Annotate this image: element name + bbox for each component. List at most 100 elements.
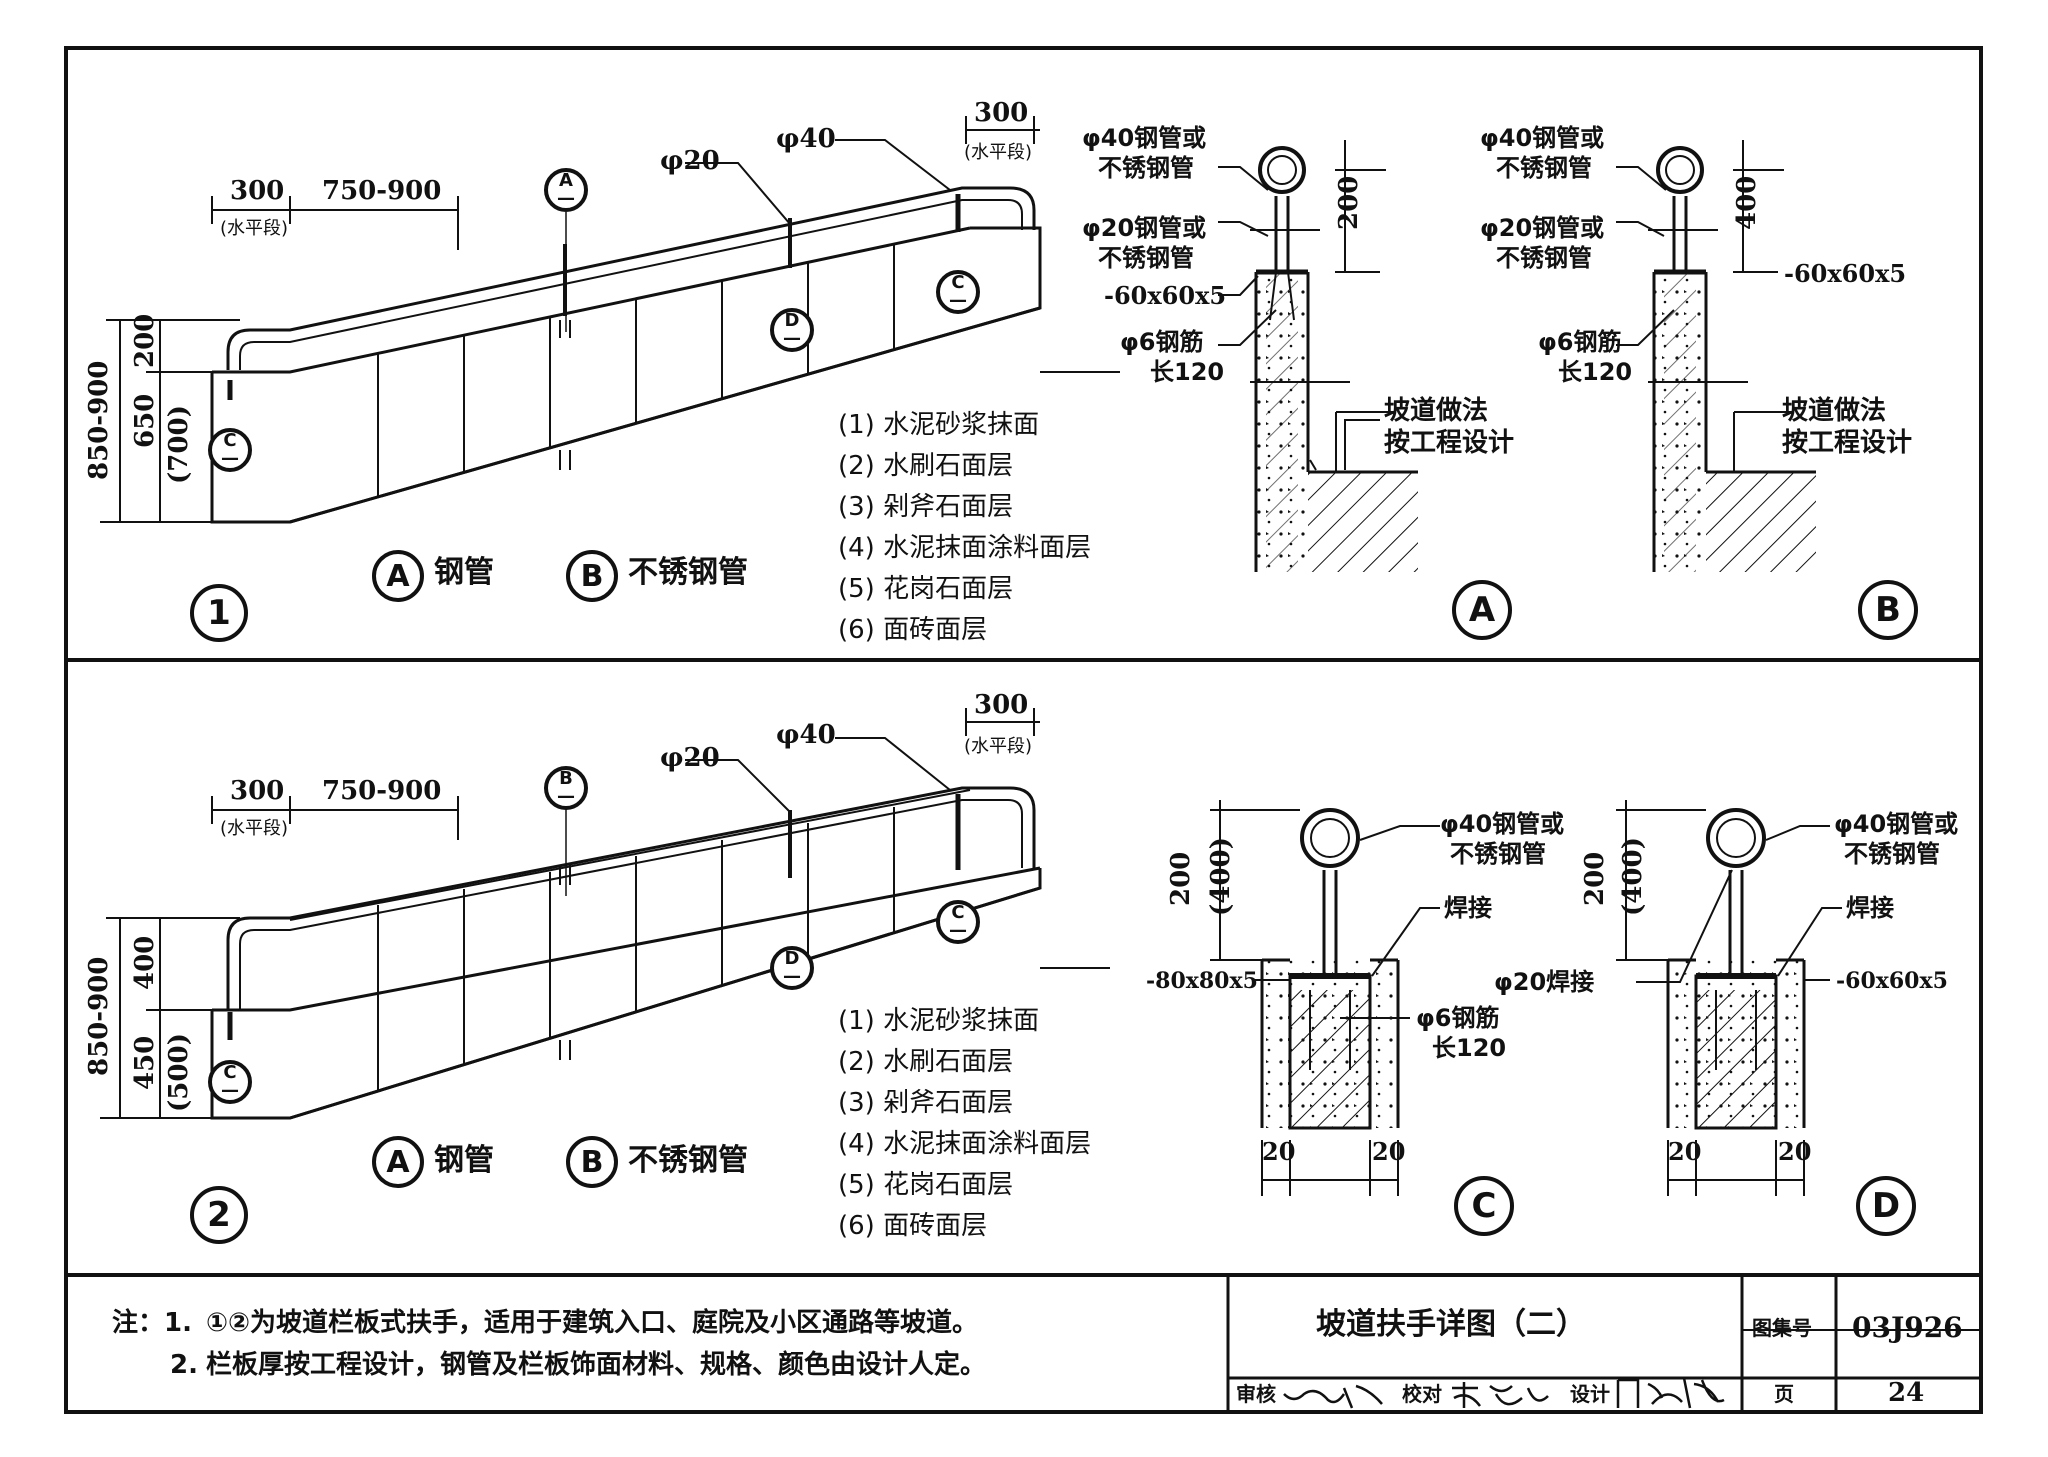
title-block-review-label: 审核	[1236, 1382, 1276, 1406]
p2-dim-850: 850-900	[84, 956, 114, 1076]
detailD-section	[1616, 800, 1842, 1196]
detailA-label: A	[1452, 580, 1512, 640]
detailC-dim-200: 200	[1166, 851, 1196, 906]
detailB-rebar-line1: φ6钢筋	[1538, 328, 1622, 356]
p2-section-marker-b: B—	[544, 766, 588, 810]
p2-dim-300-left: 300	[230, 776, 285, 806]
title-block-title: 坡道扶手详图（二）	[1316, 1307, 1586, 1342]
notes-line1: ①②为坡道栏板式扶手，适用于建筑入口、庭院及小区通路等坡道。	[206, 1308, 979, 1338]
p1-phi20: φ20	[660, 146, 720, 176]
p1-finish-2: (2) 水刷石面层	[838, 451, 1014, 481]
detailC-label: C	[1454, 1176, 1514, 1236]
frame	[64, 46, 1983, 1414]
p1-option-b-badge: B	[566, 550, 618, 602]
p1-option-b-label: 不锈钢管	[628, 555, 748, 590]
detailD-plate: -60x60x5	[1836, 968, 1948, 994]
p2-phi40: φ40	[776, 720, 836, 750]
p1-dim-650: 650	[130, 393, 160, 448]
detailB-pipe20-line2: 不锈钢管	[1496, 244, 1592, 272]
detailA-pipe40-line2: 不锈钢管	[1098, 154, 1194, 182]
detailD-pipe40-line1: φ40钢管或	[1834, 810, 1959, 838]
p1-section-marker-d: D—	[770, 308, 814, 352]
title-block-page-no: 24	[1888, 1378, 1925, 1408]
p2-dim-450: 450	[130, 1035, 160, 1090]
detailB-plate: -60x60x5	[1784, 259, 1907, 288]
detailC-edge-left: 20	[1262, 1137, 1296, 1166]
p2-horiz-note-left: (水平段)	[220, 818, 289, 839]
p1-option-a-badge: A	[372, 550, 424, 602]
p2-dim-400: 400	[130, 935, 160, 990]
detailC-section	[1210, 800, 1440, 1196]
detailA-ramp-line1: 坡道做法	[1384, 396, 1489, 426]
detailD-edge-right: 20	[1778, 1137, 1812, 1166]
p1-finish-5: (5) 花岗石面层	[838, 574, 1014, 604]
p1-finish-4: (4) 水泥抹面涂料面层	[838, 533, 1092, 563]
p2-finish-5: (5) 花岗石面层	[838, 1170, 1014, 1200]
p1-section-marker-a: A—	[544, 168, 588, 212]
detailB-pipe20-line1: φ20钢管或	[1480, 214, 1605, 242]
p1-horiz-note-left: (水平段)	[220, 218, 289, 239]
detailB-label: B	[1858, 580, 1918, 640]
title-block-check-label: 校对	[1402, 1382, 1442, 1406]
p1-section-marker-c-right: C—	[936, 270, 980, 314]
detailD-weld: 焊接	[1846, 894, 1894, 922]
notes-prefix: 注：1.	[112, 1308, 192, 1338]
detailD-edge-left: 20	[1668, 1137, 1702, 1166]
p1-dim-200: 200	[130, 313, 160, 368]
detailC-edge-right: 20	[1372, 1137, 1406, 1166]
detailD-weld20: φ20焊接	[1494, 968, 1595, 996]
detailA-section	[1218, 140, 1418, 572]
p2-option-b-label: 不锈钢管	[628, 1143, 748, 1178]
detailA-plate: -60x60x5	[1104, 281, 1227, 310]
notes-line2: 栏板厚按工程设计，钢管及栏板饰面材料、规格、颜色由设计人定。	[206, 1350, 987, 1380]
p1-dim-850: 850-900	[84, 360, 114, 480]
p1-dim-750: 750-900	[322, 176, 442, 206]
detailB-ramp-line2: 按工程设计	[1782, 428, 1913, 458]
detailB-dim-400: 400	[1732, 175, 1762, 230]
detailA-dim-200: 200	[1334, 175, 1364, 230]
p1-phi40: φ40	[776, 124, 836, 154]
detailC-rebar-line1: φ6钢筋	[1416, 1004, 1500, 1032]
p2-option-a-badge: A	[372, 1136, 424, 1188]
p2-panel-number: 2	[190, 1186, 248, 1244]
panel2-dimensions	[106, 708, 1040, 1119]
detailC-pipe40-line1: φ40钢管或	[1440, 810, 1565, 838]
detailD-dim-400: (400)	[1618, 837, 1648, 916]
title-block-design-label: 设计	[1570, 1382, 1610, 1406]
p2-section-marker-d: D—	[770, 946, 814, 990]
detailA-rebar-line2: 长120	[1150, 358, 1225, 386]
p2-finish-1: (1) 水泥砂浆抹面	[838, 1006, 1040, 1036]
p1-finish-1: (1) 水泥砂浆抹面	[838, 410, 1040, 440]
detailC-weld: 焊接	[1444, 894, 1492, 922]
p1-panel-number: 1	[190, 584, 248, 642]
p2-dim-300-right: 300	[974, 690, 1029, 720]
p2-option-b-badge: B	[566, 1136, 618, 1188]
detailB-rebar-line2: 长120	[1558, 358, 1633, 386]
p2-section-marker-c-left: C—	[208, 1060, 252, 1104]
p2-finish-2: (2) 水刷石面层	[838, 1047, 1014, 1077]
detailA-pipe40-line1: φ40钢管或	[1082, 124, 1207, 152]
notes-num2: 2.	[170, 1350, 198, 1380]
panel1-dimensions	[106, 116, 1120, 523]
p2-phi20: φ20	[660, 743, 720, 773]
reviewer-signature	[1283, 1384, 1383, 1409]
p2-finish-4: (4) 水泥抹面涂料面层	[838, 1129, 1092, 1159]
detailA-ramp-line2: 按工程设计	[1384, 428, 1515, 458]
p1-dim-700: (700)	[164, 405, 194, 484]
p1-horiz-note-right: (水平段)	[964, 142, 1033, 163]
detailD-dim-200: 200	[1580, 851, 1610, 906]
p2-option-a-label: 钢管	[434, 1143, 494, 1178]
title-block-atlas-label: 图集号	[1752, 1316, 1812, 1340]
panel1-elevation	[100, 186, 1110, 524]
p2-section-marker-c-right: C—	[936, 900, 980, 944]
title-block-page-label: 页	[1774, 1382, 1794, 1406]
detailD-pipe40-line2: 不锈钢管	[1844, 840, 1940, 868]
detailC-dim-400: (400)	[1206, 837, 1236, 916]
detailC-rebar-line2: 长120	[1432, 1034, 1507, 1062]
detailA-rebar-line1: φ6钢筋	[1120, 328, 1204, 356]
detailA-pipe20-line2: 不锈钢管	[1098, 244, 1194, 272]
p2-dim-750: 750-900	[322, 776, 442, 806]
detailB-pipe40-line2: 不锈钢管	[1496, 154, 1592, 182]
designer-signature	[1616, 1377, 1725, 1409]
